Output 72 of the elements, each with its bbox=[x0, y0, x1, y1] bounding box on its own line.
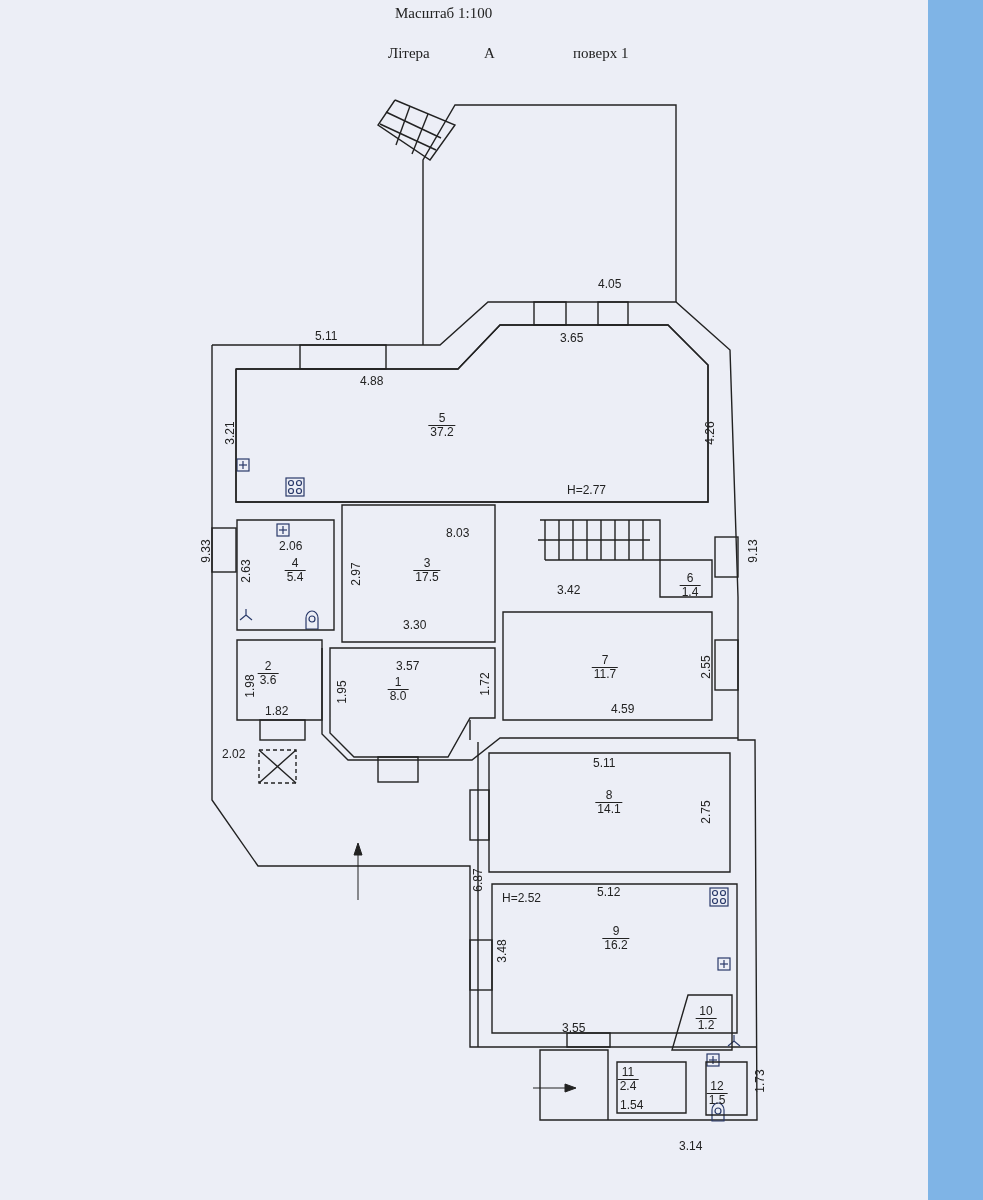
room-outline bbox=[330, 648, 495, 757]
room-area: 5.4 bbox=[284, 570, 306, 584]
room-outline bbox=[492, 884, 737, 1033]
dimension-label: 3.48 bbox=[495, 939, 509, 963]
dimension-label: 1.54 bbox=[620, 1098, 644, 1112]
dimension-label: 6.87 bbox=[471, 868, 485, 892]
dimension-label: 2.75 bbox=[699, 800, 713, 824]
dimension-label: 4.26 bbox=[703, 421, 717, 445]
room-number: 7 bbox=[600, 654, 610, 667]
dimension-label: 9.13 bbox=[746, 539, 760, 563]
room-outline bbox=[237, 640, 322, 720]
room-number: 1 bbox=[393, 676, 403, 689]
room-area: 1.4 bbox=[679, 585, 701, 599]
dimension-label: 3.30 bbox=[403, 618, 427, 632]
room-outline bbox=[706, 1062, 747, 1115]
room-number: 11 bbox=[620, 1066, 636, 1079]
sheet-label: А bbox=[484, 46, 495, 60]
dimension-label: 3.55 bbox=[562, 1021, 586, 1035]
room-outline bbox=[617, 1062, 686, 1113]
room-area: 16.2 bbox=[602, 938, 630, 952]
room-number: 3 bbox=[422, 557, 432, 570]
room-outline bbox=[672, 995, 732, 1050]
sheet-label: Літера bbox=[388, 46, 430, 60]
dimension-label: 2.06 bbox=[279, 539, 303, 553]
dimension-label: 4.59 bbox=[611, 702, 635, 716]
room-area: 14.1 bbox=[595, 802, 623, 816]
dimension-label: 2.97 bbox=[349, 562, 363, 586]
room-number: 6 bbox=[685, 572, 695, 585]
dimension-label: 1.73 bbox=[753, 1069, 767, 1093]
room-number: 9 bbox=[611, 925, 621, 938]
room-outline bbox=[489, 753, 730, 872]
dimension-label: 3.21 bbox=[223, 421, 237, 445]
room-number: 12 bbox=[709, 1080, 725, 1093]
room-outline bbox=[660, 560, 712, 597]
room-outline bbox=[342, 505, 495, 642]
room-area: 1.5 bbox=[706, 1093, 728, 1107]
room-area: 11.7 bbox=[591, 667, 619, 681]
dimension-label: 1.98 bbox=[243, 674, 257, 698]
dimension-label: 2.63 bbox=[239, 559, 253, 583]
room-area: 3.6 bbox=[257, 673, 279, 687]
dimension-label: 3.14 bbox=[679, 1139, 703, 1153]
dimension-label: 3.42 bbox=[557, 583, 581, 597]
height-label: H=2.52 bbox=[502, 891, 542, 905]
room-area: 1.2 bbox=[695, 1018, 717, 1032]
dimension-label: 1.82 bbox=[265, 704, 289, 718]
dimension-label: 5.11 bbox=[593, 756, 616, 770]
dimension-label: 3.65 bbox=[560, 331, 584, 345]
room-area: 37.2 bbox=[428, 425, 456, 439]
room-number: 2 bbox=[263, 660, 273, 673]
dimension-label: 2.55 bbox=[699, 655, 713, 679]
dimension-label: 5.11 bbox=[315, 329, 338, 343]
dimension-label: 5.12 bbox=[597, 885, 621, 899]
room-number: 4 bbox=[290, 557, 300, 570]
dimension-label: 9.33 bbox=[199, 539, 213, 563]
room-number: 10 bbox=[698, 1005, 714, 1018]
dimension-label: 3.57 bbox=[396, 659, 420, 673]
room-area: 17.5 bbox=[413, 570, 441, 584]
room-outline bbox=[503, 612, 712, 720]
height-label: H=2.77 bbox=[567, 483, 607, 497]
scale-title: Масштаб 1:100 bbox=[395, 6, 493, 20]
dimension-label: 4.88 bbox=[360, 374, 384, 388]
dimension-label: 1.95 bbox=[335, 680, 349, 704]
room-area: 8.0 bbox=[387, 689, 409, 703]
room-number: 8 bbox=[604, 789, 614, 802]
dimension-label: 8.03 bbox=[446, 526, 470, 540]
room-area: 2.4 bbox=[617, 1079, 639, 1093]
dimension-label: 1.72 bbox=[478, 672, 492, 696]
floor-label: поверх 1 bbox=[573, 46, 629, 60]
dimension-label: 2.02 bbox=[222, 747, 246, 761]
room-number: 5 bbox=[437, 412, 447, 425]
dimension-label: 4.05 bbox=[598, 277, 622, 291]
room-outline bbox=[237, 520, 334, 630]
